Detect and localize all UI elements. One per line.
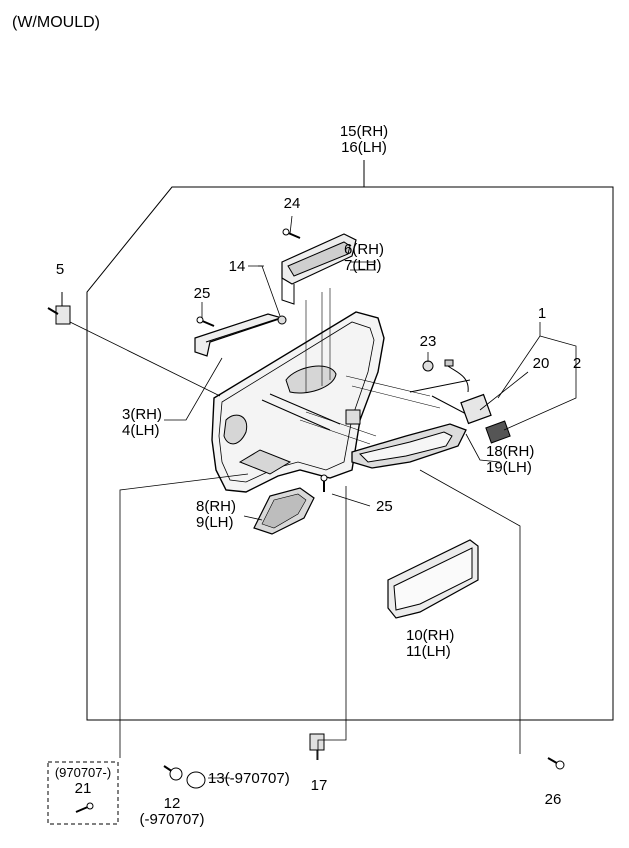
callout-24: 24	[283, 195, 301, 212]
diagram-header: (W/MOULD)	[12, 14, 100, 31]
callout-21: 21	[74, 780, 92, 797]
callout-5: 5	[55, 261, 65, 278]
screw-12	[163, 765, 183, 781]
callout-12: 12 (-970707)	[139, 795, 205, 828]
leader-lines	[69, 215, 577, 779]
callout-23: 23	[419, 333, 437, 350]
screw-24	[282, 228, 301, 239]
callout-1: 1	[537, 305, 547, 322]
callout-2: 2	[572, 355, 582, 372]
lower-pocket	[387, 539, 479, 619]
assembly-outline	[86, 186, 614, 721]
callout-6-7: 6(RH) 7(LH)	[344, 241, 384, 274]
clip-17	[309, 733, 325, 760]
armrest-panel	[351, 379, 471, 469]
screw-25-top	[196, 316, 215, 327]
callout-13: 13(-970707)	[208, 770, 290, 787]
moulding-strip	[194, 313, 287, 357]
callout-15-16: 15(RH) 16(LH)	[339, 123, 389, 156]
callout-25-top: 25	[193, 285, 211, 302]
callout-26: 26	[544, 791, 562, 808]
door-trim-panel	[211, 311, 385, 493]
callout-18-19: 18(RH) 19(LH)	[486, 443, 535, 476]
screw-25-mid	[320, 474, 328, 492]
callout-20: 20	[532, 355, 550, 372]
callout-10-11: 10(RH) 11(LH)	[406, 627, 455, 660]
speaker-grille	[253, 487, 315, 535]
guide-lines	[299, 288, 441, 445]
callout-14: 14	[228, 258, 246, 275]
screw-26	[547, 757, 565, 770]
callout-17: 17	[310, 777, 328, 794]
upper-pocket	[281, 233, 357, 305]
callout-21-date: (970707-)	[54, 765, 112, 780]
clip-21	[75, 802, 94, 813]
part-21-box	[47, 761, 119, 825]
callout-8-9: 8(RH) 9(LH)	[196, 498, 236, 531]
callout-3-4: 3(RH) 4(LH)	[122, 406, 162, 439]
callout-25-mid: 25	[376, 498, 393, 515]
clip-5	[47, 292, 71, 325]
cap-13	[186, 771, 206, 789]
